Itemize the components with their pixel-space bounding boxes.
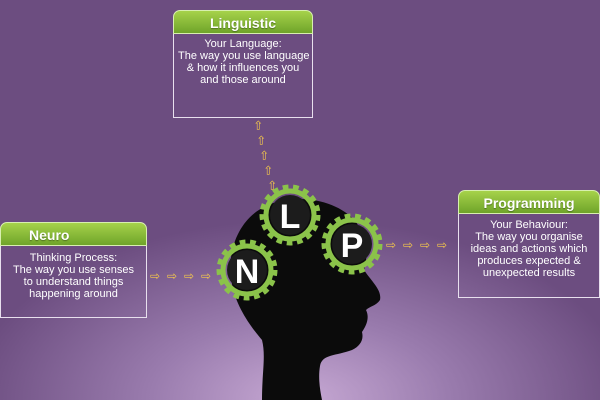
gear-n-letter: N bbox=[235, 253, 260, 291]
linguistic-line: The way you use language bbox=[178, 50, 310, 62]
arrow-icon: ⇨ bbox=[420, 238, 430, 252]
arrow-icon: ⇨ bbox=[254, 135, 268, 145]
linguistic-line: and those around bbox=[200, 74, 286, 86]
arrow-icon: ⇨ bbox=[251, 120, 265, 130]
linguistic-body: Your Language: The way you use language … bbox=[173, 34, 313, 118]
programming-body: Your Behaviour: The way you organise ide… bbox=[458, 214, 600, 298]
arrow-icon: ⇨ bbox=[257, 150, 271, 160]
linguistic-subtitle: Your Language: bbox=[204, 38, 282, 50]
arrow-icon: ⇨ bbox=[403, 238, 413, 252]
neuro-subtitle: Thinking Process: bbox=[29, 252, 118, 264]
programming-line: ideas and actions which bbox=[470, 243, 588, 255]
programming-subtitle: Your Behaviour: bbox=[490, 219, 568, 231]
arrow-icon: ⇨ bbox=[201, 269, 211, 283]
linguistic-line: & how it influences you bbox=[186, 62, 300, 74]
arrow-group: ⇨ ⇨ ⇨ ⇨ ⇨ ⇨ ⇨ ⇨ ⇨ ⇨ ⇨ ⇨ ⇨ bbox=[150, 120, 447, 283]
neuro-header: Neuro bbox=[0, 222, 147, 246]
linguistic-card: Linguistic Your Language: The way you us… bbox=[173, 10, 313, 118]
programming-line: unexpected results bbox=[482, 267, 576, 279]
arrow-icon: ⇨ bbox=[265, 180, 279, 190]
programming-header: Programming bbox=[458, 190, 600, 214]
programming-line: produces expected & bbox=[477, 255, 581, 267]
arrow-icon: ⇨ bbox=[386, 238, 396, 252]
neuro-line: The way you use senses bbox=[12, 264, 135, 276]
neuro-body: Thinking Process: The way you use senses… bbox=[0, 246, 147, 318]
arrow-icon: ⇨ bbox=[167, 269, 177, 283]
arrow-icon: ⇨ bbox=[150, 269, 160, 283]
arrow-icon: ⇨ bbox=[184, 269, 194, 283]
neuro-line: to understand things bbox=[23, 276, 124, 288]
gear-p-letter: P bbox=[341, 227, 364, 265]
arrow-icon: ⇨ bbox=[261, 165, 275, 175]
neuro-line: happening around bbox=[29, 288, 118, 300]
gear-l-letter: L bbox=[280, 198, 301, 236]
neuro-card: Neuro Thinking Process: The way you use … bbox=[0, 222, 147, 318]
arrow-icon: ⇨ bbox=[437, 238, 447, 252]
linguistic-header: Linguistic bbox=[173, 10, 313, 34]
programming-line: The way you organise bbox=[475, 231, 583, 243]
programming-card: Programming Your Behaviour: The way you … bbox=[458, 190, 600, 298]
